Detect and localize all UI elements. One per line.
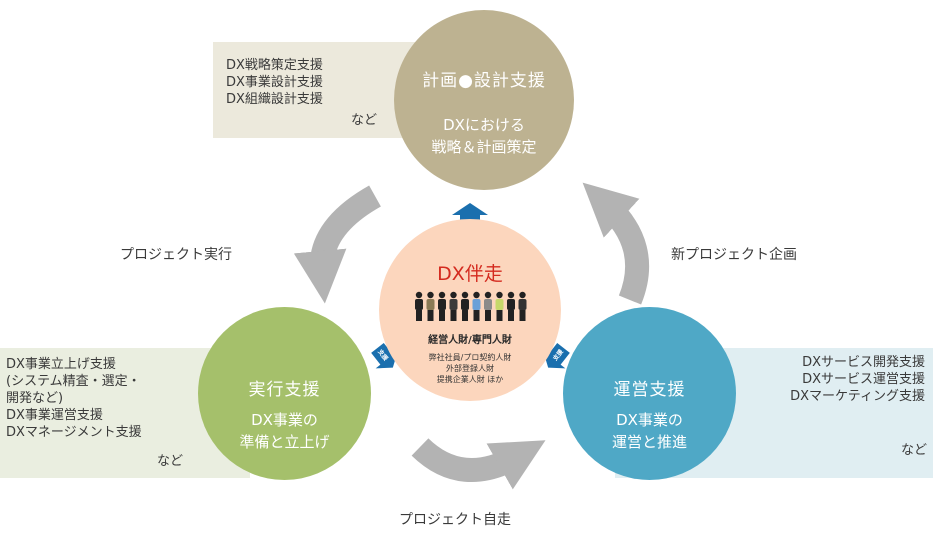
exec-phase-desc: 準備と立上げ: [239, 433, 330, 451]
exec-phase-desc: DX事業の: [251, 411, 318, 429]
plan-phase-desc: 戦略＆計画策定: [431, 138, 537, 156]
flow-label-self-run: プロジェクト自走: [399, 512, 511, 528]
exec-service-item: (システム精査・選定・: [6, 374, 141, 389]
exec-service-item: DX事業立上げ支援: [6, 357, 116, 372]
exec-phase-circle: 実行支援 DX事業の 準備と立上げ: [198, 307, 371, 480]
plan-phase-desc: DXにおける: [443, 116, 525, 134]
person-icon: [518, 291, 527, 321]
person-icon: [484, 291, 492, 321]
ops-service-item: DXサービス開発支援: [802, 355, 925, 370]
badge-left: 支援: [371, 342, 398, 369]
arrow-plan-to-exec: [293, 185, 382, 304]
exec-service-item: DX事業運営支援: [6, 408, 103, 423]
person-icon: [449, 291, 458, 321]
plan-service-item: DX事業設計支援: [226, 75, 323, 90]
ops-phase-title: 運営支援: [613, 380, 686, 400]
exec-service-item: 開発など): [6, 391, 64, 406]
exec-services-etc: など: [156, 454, 183, 469]
person-icon: [461, 291, 469, 321]
person-icon: [507, 291, 515, 321]
hub-line: 弊社社員/プロ契約人財: [428, 353, 512, 362]
plan-service-item: DX戦略策定支援: [226, 58, 323, 73]
ops-phase-circle: 運営支援 DX事業の 運営と推進: [563, 307, 736, 480]
exec-service-item: DXマネージメント支援: [6, 425, 142, 440]
ops-phase-desc: 運営と推進: [611, 433, 687, 451]
person-icon: [426, 291, 435, 321]
badge-right: 支援: [543, 342, 570, 369]
person-icon: [415, 291, 423, 321]
plan-services-panel: DX戦略策定支援 DX事業設計支援 DX組織設計支援 など: [213, 42, 418, 138]
hub-line: 外部登録人財: [446, 364, 494, 373]
ops-service-item: DXサービス運営支援: [802, 372, 925, 387]
hub-title: DX伴走: [437, 263, 503, 285]
hub-subtitle: 経営人財/専門人財: [428, 335, 512, 346]
person-icon: [472, 291, 481, 321]
ops-services-etc: など: [900, 443, 927, 458]
flow-label-project-run: プロジェクト実行: [120, 247, 232, 263]
people-silhouettes-icon: [415, 291, 527, 321]
plan-phase-title: 計画●設計支援: [422, 71, 546, 91]
arrow-exec-to-ops: [411, 438, 546, 490]
plan-phase-circle: 計画●設計支援 DXにおける 戦略＆計画策定: [394, 10, 574, 190]
person-icon: [438, 291, 446, 321]
arrow-ops-to-plan: [582, 182, 650, 305]
ops-phase-desc: DX事業の: [616, 411, 683, 429]
ops-service-item: DXマーケティング支援: [790, 389, 925, 404]
dx-partner-hub: DX伴走 経営人財/専門人財 弊社社員/プロ契約人財 外部登録人財 提携企業人財…: [379, 219, 561, 401]
plan-service-item: DX組織設計支援: [226, 92, 323, 107]
hub-line: 提携企業人財 ほか: [436, 375, 504, 384]
flow-label-new-project: 新プロジェクト企画: [671, 247, 797, 263]
exec-phase-title: 実行支援: [248, 380, 321, 400]
plan-services-etc: など: [350, 113, 377, 128]
person-icon: [495, 291, 504, 321]
